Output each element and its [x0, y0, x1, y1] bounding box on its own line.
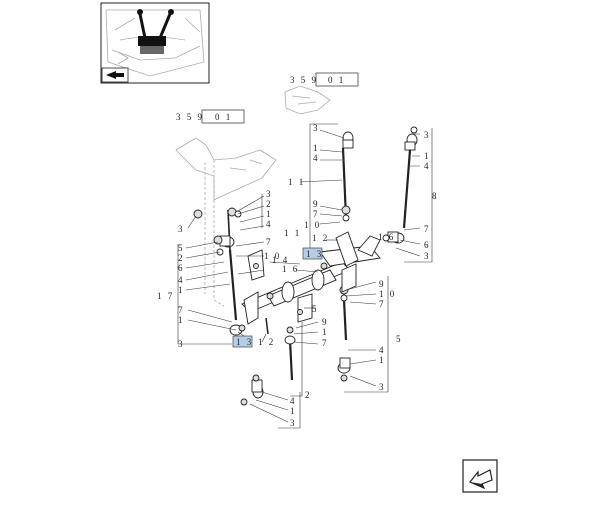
part-label: 1 0 — [304, 220, 321, 230]
part-label: 6 — [178, 263, 185, 273]
part-label: 1 6 — [282, 264, 299, 274]
part-label: 4 — [379, 345, 386, 355]
part-label: 9 — [379, 279, 386, 289]
callout-13-upper-text: 1 3 — [306, 249, 323, 259]
part-label: 1 — [313, 143, 320, 153]
callout-13-lower-text: 1 3 — [236, 337, 253, 347]
part-label: 3 — [290, 418, 297, 428]
part-label: 1 7 — [157, 291, 174, 301]
part-label: 3 — [178, 224, 185, 234]
part-label: 1 4 — [272, 255, 289, 265]
part-label: 7 — [178, 305, 185, 315]
part-label: 5 — [396, 334, 403, 344]
control-rods — [227, 147, 412, 381]
part-label: 1 0 — [264, 251, 281, 261]
part-label: 1 0 — [379, 289, 396, 299]
part-label: 7 — [322, 338, 329, 348]
part-label: 4 — [290, 396, 297, 406]
part-label: 6 — [424, 240, 431, 250]
part-label: 3 — [178, 339, 185, 349]
part-label: 7 — [266, 237, 273, 247]
part-label: 1 6 — [378, 232, 395, 242]
reference-left[interactable]: 3 5 9 0 1 — [176, 109, 245, 124]
part-label: 1 1 — [288, 177, 305, 187]
part-label: 7 — [424, 224, 431, 234]
part-label: 5 — [312, 304, 319, 314]
central-shaft-assembly — [241, 231, 381, 335]
ghost-bracket-top — [284, 85, 331, 115]
part-label: 1 — [290, 406, 297, 416]
part-label: 8 — [432, 191, 439, 201]
reference-prefix-top: 3 5 9 — [290, 75, 318, 85]
part-label: 1 1 — [284, 228, 301, 238]
part-label: 1 — [266, 209, 273, 219]
label-brackets — [177, 123, 433, 429]
callout-13-lower[interactable]: 1 3 — [232, 335, 253, 348]
part-label: 4 — [424, 161, 431, 171]
part-label: 3 — [424, 130, 431, 140]
part-label: 3 — [313, 123, 320, 133]
part-label: 7 — [313, 209, 320, 219]
part-label: 1 2 — [258, 337, 275, 347]
part-label: 9 — [313, 199, 320, 209]
reference-code-left: 0 1 — [215, 112, 232, 122]
ghost-bracket-left — [175, 137, 277, 307]
part-label: 3 — [266, 189, 273, 199]
reference-prefix-left: 3 5 9 — [176, 112, 204, 122]
callout-13-upper[interactable]: 1 3 — [302, 247, 323, 260]
part-label: 1 — [322, 327, 329, 337]
part-label: 1 — [379, 355, 386, 365]
next-page-arrow-icon[interactable] — [462, 459, 498, 493]
machine-cab-joystick-thumbnail[interactable] — [100, 2, 210, 84]
direction-arrow-icon — [106, 71, 124, 79]
part-label: 5 — [178, 243, 185, 253]
part-label: 3 — [424, 251, 431, 261]
leader-lines — [185, 129, 421, 423]
part-labels: 3 1 4 1 1 9 7 1 0 1 2 3 1 4 8 1 6 7 6 3 … — [157, 123, 439, 428]
part-label: 1 2 — [312, 233, 329, 243]
part-label: 4 — [313, 153, 320, 163]
part-label: 3 — [379, 382, 386, 392]
part-label: 4 — [178, 275, 185, 285]
reference-top[interactable]: 3 5 9 0 1 — [290, 72, 359, 87]
part-label: 2 — [178, 253, 185, 263]
part-label: 2 — [266, 199, 273, 209]
part-label: 4 — [266, 219, 273, 229]
part-label: 2 — [305, 390, 312, 400]
part-label: 1 — [424, 151, 431, 161]
part-label: 9 — [322, 317, 329, 327]
part-label: 1 — [178, 285, 185, 295]
reference-code-top: 0 1 — [328, 75, 345, 85]
part-label: 7 — [379, 299, 386, 309]
part-label: 1 — [178, 315, 185, 325]
